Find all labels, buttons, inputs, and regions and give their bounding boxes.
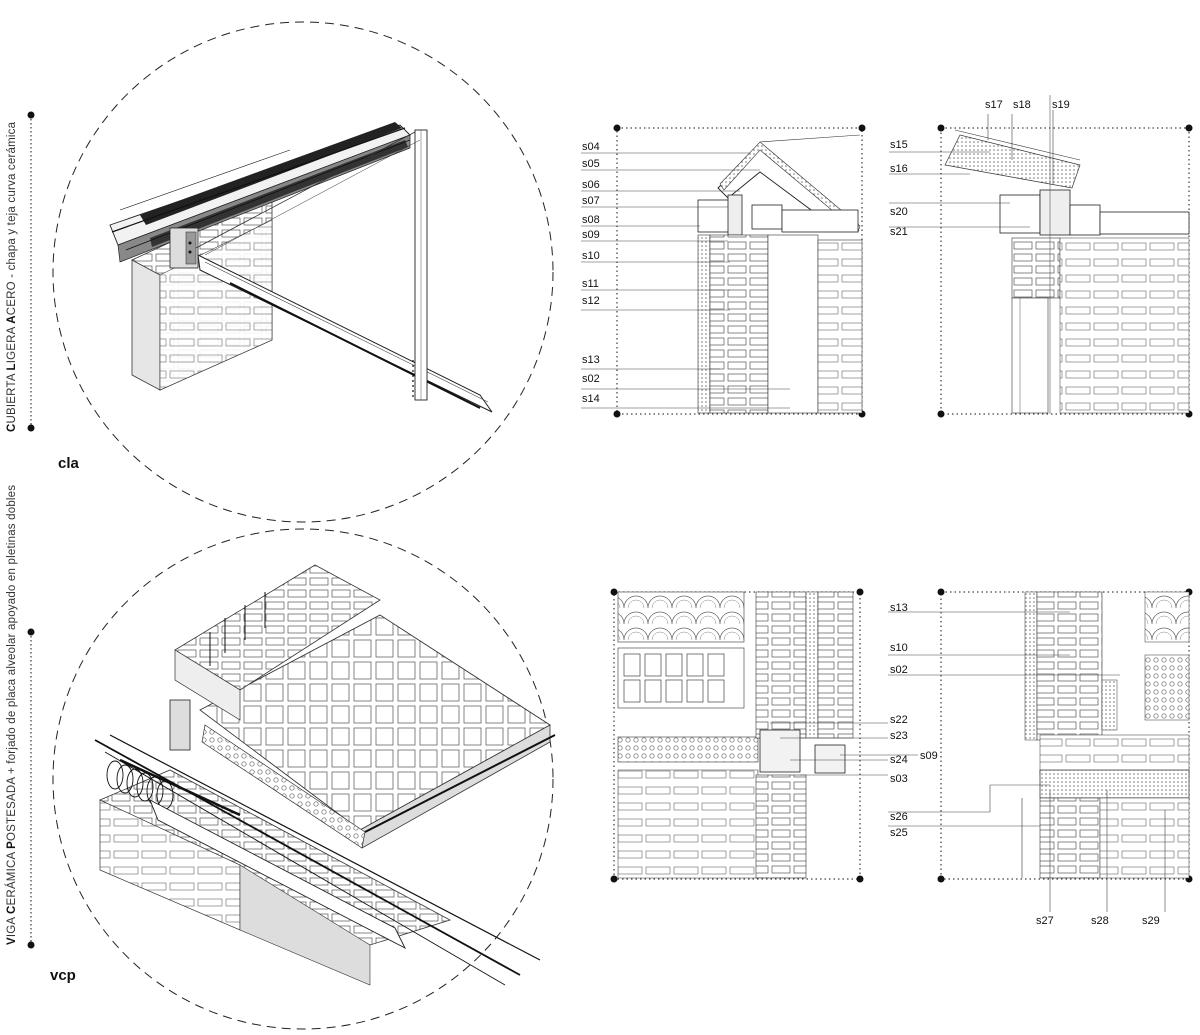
callout-s26: s26 xyxy=(890,811,908,823)
post-tension-tendons xyxy=(94,734,556,986)
vertical-post xyxy=(412,129,428,401)
title-rule-vcp xyxy=(27,628,35,949)
callout-s22: s22 xyxy=(890,714,908,726)
callout-s29: s29 xyxy=(1142,915,1160,927)
callout-s18: s18 xyxy=(1013,99,1031,111)
callout-s28: s28 xyxy=(1091,915,1109,927)
callout-s09: s09 xyxy=(582,229,600,241)
callout-s14: s14 xyxy=(582,393,600,405)
callout-s02: s02 xyxy=(582,373,600,385)
callout-s21: s21 xyxy=(890,226,908,238)
callouts-vcp-1: s22 s23 s24 s03 s09 xyxy=(890,714,938,785)
callout-s11: s11 xyxy=(582,278,599,290)
callout-s12: s12 xyxy=(582,295,600,307)
callout-s13-lower: s13 xyxy=(890,602,908,614)
callout-s25: s25 xyxy=(890,827,908,839)
callout-s07: s07 xyxy=(582,195,600,207)
callout-s05: s05 xyxy=(582,158,600,170)
callout-s09-lower: s09 xyxy=(920,750,938,762)
callout-s13: s13 xyxy=(582,354,600,366)
callout-s04: s04 xyxy=(582,141,600,153)
section-code-vcp: vcp xyxy=(50,967,76,984)
section-panel-vcp-1: s22 s23 s24 s03 s09 xyxy=(610,588,938,883)
callout-s03: s03 xyxy=(890,773,908,785)
callout-s10: s10 xyxy=(582,250,600,262)
callout-s19: s19 xyxy=(1052,99,1070,111)
callout-s24: s24 xyxy=(890,754,908,766)
callouts-cla-1: s04 s05 s06 s07 s08 s09 s10 s11 s12 s13 … xyxy=(582,141,600,405)
section-panel-vcp-2: s13 s10 s02 s26 s25 s27 s28 s29 xyxy=(888,588,1193,927)
callouts-vcp-2: s13 s10 s02 s26 s25 s27 s28 s29 xyxy=(890,602,1160,927)
section-panel-cla-1: s04 s05 s06 s07 s08 s09 s10 s11 s12 s13 … xyxy=(581,124,866,418)
callout-s02-lower: s02 xyxy=(890,664,908,676)
title-rule-cla xyxy=(27,111,35,432)
callout-s10-lower: s10 xyxy=(890,642,908,654)
callout-s23: s23 xyxy=(890,730,908,742)
callout-s16: s16 xyxy=(890,163,908,175)
callout-s15: s15 xyxy=(890,139,908,151)
callout-s27: s27 xyxy=(1036,915,1054,927)
axonometric-circle-cla xyxy=(52,21,554,523)
axonometric-circle-vcp xyxy=(52,528,556,1030)
callout-s08: s08 xyxy=(582,214,600,226)
section-code-cla: cla xyxy=(58,455,79,472)
callout-s17: s17 xyxy=(985,99,1003,111)
steel-roof-beams xyxy=(109,122,411,269)
callouts-cla-2: s17 s18 s19 s15 s16 s20 s21 xyxy=(890,99,1070,238)
callout-s06: s06 xyxy=(582,179,600,191)
callout-s20: s20 xyxy=(890,206,908,218)
section-panel-cla-2: s17 s18 s19 s15 s16 s20 s21 xyxy=(889,95,1193,418)
roof-slope xyxy=(119,131,421,256)
